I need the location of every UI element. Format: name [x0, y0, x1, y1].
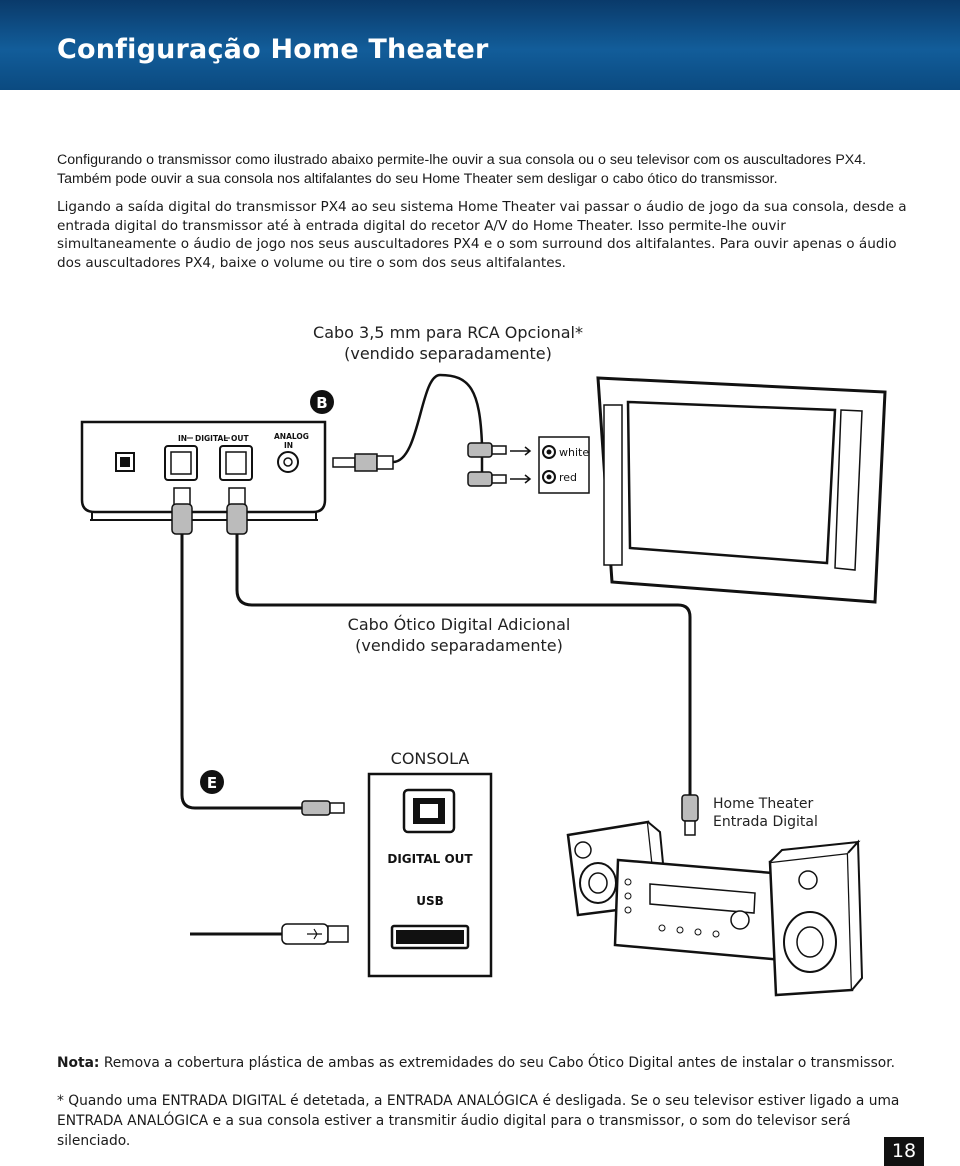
console-optical-plug — [301, 800, 345, 816]
connection-diagram: Cabo 3,5 mm para RCA Opcional* (vendido … — [80, 323, 887, 997]
usb-icon — [307, 928, 322, 940]
right-speaker-tweeter-icon — [798, 870, 818, 890]
note: Nota: Remova a cobertura plástica de amb… — [57, 1055, 937, 1071]
note-label: Nota: — [57, 1055, 100, 1071]
home-theater-label-line1: Home Theater — [713, 796, 814, 812]
console-usb-label: USB — [416, 894, 444, 908]
badge-b: B — [310, 390, 334, 414]
tv-rca-panel: white red — [538, 436, 590, 494]
cable-35mm-label-line1: Cabo 3,5 mm para RCA Opcional* — [313, 323, 583, 342]
rca-red-label: red — [559, 471, 577, 484]
transmitter-out-label: OUT — [231, 434, 249, 443]
home-theater-system — [566, 820, 864, 997]
svg-text:B: B — [316, 394, 327, 412]
transmitter-in-label: IN — [178, 434, 187, 443]
console-title: CONSOLA — [391, 749, 470, 768]
page-header: Configuração Home Theater — [0, 0, 960, 90]
cable-35mm-label-line2: (vendido separadamente) — [344, 344, 552, 363]
television — [596, 376, 887, 604]
console-panel: CONSOLA DIGITAL OUT USB — [367, 749, 493, 978]
footnote: * Quando uma ENTRADA DIGITAL é detetada,… — [57, 1093, 900, 1149]
usb-cable — [190, 923, 349, 945]
svg-text:E: E — [207, 774, 217, 792]
transmitter-analog-label: ANALOG — [274, 432, 309, 441]
rca-white-label: white — [559, 446, 589, 459]
page-title: Configuração Home Theater — [57, 34, 489, 65]
optical-cables — [171, 487, 692, 810]
optical-cable-label-line1: Cabo Ótico Digital Adicional — [348, 615, 571, 634]
console-digital-out-label: DIGITAL OUT — [387, 852, 473, 866]
transmitter-digital-label: DIGITAL — [195, 434, 228, 443]
home-theater-label-line2: Entrada Digital — [713, 814, 818, 830]
home-theater-optical-plug — [681, 794, 699, 836]
note-text: Remova a cobertura plástica de ambas as … — [99, 1055, 896, 1071]
optical-out-port-icon — [219, 445, 253, 481]
left-speaker-tweeter-icon — [574, 841, 592, 859]
page-number: 18 — [884, 1137, 924, 1166]
cable-35mm-to-rca — [332, 373, 532, 487]
body-paragraph: Ligando a saída digital do transmissor P… — [57, 199, 907, 271]
intro-paragraph: Configurando o transmissor como ilustrad… — [57, 152, 867, 187]
receiver-volume-knob-icon — [730, 910, 750, 930]
badge-e: E — [200, 770, 224, 794]
px4-transmitter: IN DIGITAL OUT ANALOG IN — [80, 420, 327, 521]
optical-in-port-icon — [164, 445, 198, 481]
optical-cable-label-line2: (vendido separadamente) — [355, 636, 563, 655]
transmitter-analog-in-label: IN — [284, 441, 293, 450]
